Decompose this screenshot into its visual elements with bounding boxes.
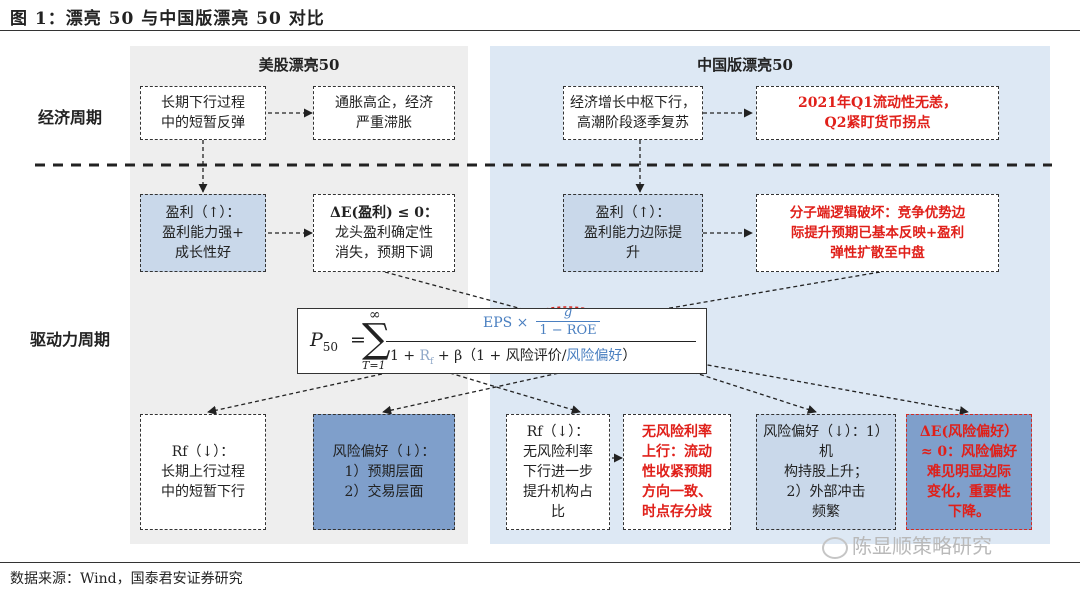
footer-rule [0, 562, 1080, 563]
formula-denominator: 1 + Rf + β（1 + 风险评价/风险偏好） [390, 348, 637, 367]
formula-equals: = [350, 329, 366, 351]
arrow-riskpref-to-delta [679, 359, 969, 416]
formula-sum-bottom: T=1 [362, 359, 386, 372]
cn-earnings-margin-box: 盈利（↑）：盈利能力边际提升 [563, 194, 703, 272]
us-rf-down-box: Rf（↓）：长期上行过程中的短暂下行 [140, 414, 266, 530]
us-econ-short-rebound-box: 长期下行过程中的短暂反弹 [140, 86, 266, 140]
valuation-formula: P50 = ∞ ∑ T=1 EPS × g 1 − ROE 1 + Rf + β… [297, 305, 707, 374]
wechat-icon [822, 536, 848, 559]
title-rule [0, 30, 1080, 31]
figure-title: 图 1：漂亮 50 与中国版漂亮 50 对比 [10, 9, 325, 29]
formula-lhs: P50 [310, 329, 339, 354]
formula-sigma: ∑ [362, 316, 391, 362]
data-source: 数据来源：Wind，国泰君安证券研究 [10, 571, 243, 587]
cn-rf-up-risk-box: 无风险利率上行：流动性收紧预期方向一致、时点存分歧 [623, 414, 731, 530]
row-label-driver-cycle: 驱动力周期 [30, 330, 111, 349]
formula-sum-top: ∞ [369, 307, 381, 323]
cn-risk-pref-delta-box: ΔE(风险偏好）≈ 0：风险偏好难见明显边际变化，重要性下降。 [906, 414, 1032, 530]
us-econ-stagflation-box: 通胀高企，经济严重滞胀 [313, 86, 455, 140]
watermark: 陈显顺策略研究 [822, 530, 992, 559]
formula-roe: 1 − ROE [539, 323, 597, 338]
cn-econ-liquidity-box: 2021年Q1流动性无恙，Q2紧盯货币拐点 [756, 86, 999, 140]
us-earnings-delta-box: ΔE(盈利) ≤ 0：龙头盈利确定性消失，预期下调 [313, 194, 455, 272]
formula-g: g [563, 305, 573, 320]
arrow-rf-to-right-rf [422, 364, 581, 415]
china-panel-heading: 中国版漂亮50 [697, 56, 793, 74]
cn-risk-pref-inst-box: 风险偏好（↓）：1）机构持股上升；2）外部冲击频繁 [756, 414, 896, 530]
row-label-economic-cycle: 经济周期 [38, 108, 103, 127]
formula-eps: EPS × [483, 315, 529, 331]
formula-g-bar [536, 321, 600, 322]
us-panel-heading: 美股漂亮50 [258, 56, 340, 74]
cn-rf-down-box: Rf（↓）：无风险利率下行进一步提升机构占比 [506, 414, 610, 530]
cn-econ-center-down-box: 经济增长中枢下行，高潮阶段逐季复苏 [563, 86, 703, 140]
formula-main-bar [386, 341, 696, 342]
cn-numerator-break-box: 分子端逻辑破坏：竞争优势边际提升预期已基本反映+盈利弹性扩散至中盘 [756, 194, 999, 272]
us-earnings-up-box: 盈利（↑）：盈利能力强+成长性好 [140, 194, 266, 272]
